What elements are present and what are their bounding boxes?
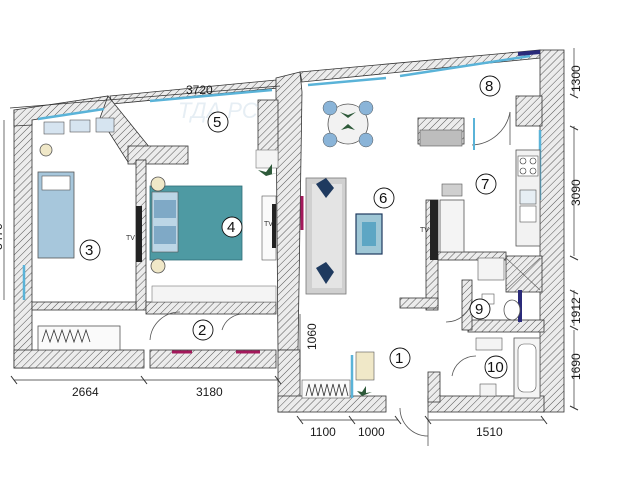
- dim-right-2: 3090: [569, 179, 583, 206]
- room-10-label: 10: [487, 359, 504, 376]
- room-4-label: 4: [227, 219, 235, 236]
- dining-set: [322, 100, 374, 148]
- dim-right-3: 1912: [569, 297, 583, 324]
- tv-room-3: [136, 206, 142, 262]
- window-accent: [517, 50, 541, 56]
- dim-left: 3470: [0, 223, 5, 250]
- nightstand: [150, 258, 166, 274]
- door-markers: [172, 196, 304, 354]
- room-1-label: 1: [395, 350, 403, 367]
- kitchen-island: [439, 183, 465, 253]
- room-2-label: 2: [198, 322, 206, 339]
- sofa: [305, 177, 347, 295]
- room-8-label: 8: [485, 78, 493, 95]
- dim-bottom-4: 1000: [358, 425, 385, 439]
- desk-room-5: [255, 149, 279, 169]
- tv-label-room-4: TV: [264, 221, 273, 228]
- dimension-lines: [3, 48, 575, 421]
- kitchen-shelf: [419, 129, 463, 147]
- kitchen-counter: [515, 149, 541, 247]
- dim-top: 3720: [186, 83, 213, 97]
- room-7-label: 7: [481, 176, 489, 193]
- room-3-label: 3: [85, 242, 93, 259]
- dim-corridor: 1060: [305, 323, 319, 350]
- tv-label-room-3: TV: [126, 235, 135, 242]
- walls: [13, 49, 565, 413]
- wardrobe-room-3: [37, 325, 121, 351]
- tv-room-4: [272, 204, 276, 248]
- nightstand: [150, 176, 166, 192]
- plant-icon: [258, 164, 372, 396]
- windows: [22, 54, 542, 398]
- wardrobe-room-4: [151, 285, 277, 303]
- dimension-ticks: [10, 93, 579, 425]
- dim-bottom-2: 3180: [196, 385, 223, 399]
- dim-bottom-5: 1510: [476, 425, 503, 439]
- bathroom-10-fixtures: [475, 337, 541, 399]
- tv-stand-living: [430, 200, 438, 260]
- room-9-label: 9: [475, 301, 483, 318]
- room-markers: [79, 75, 508, 379]
- door-swings: [149, 111, 511, 446]
- tv-label-living: TV: [420, 227, 429, 234]
- bed-room-3: [37, 171, 75, 259]
- entrance-wardrobe: [301, 351, 375, 399]
- dim-bottom-1: 2664: [72, 385, 99, 399]
- room-6-label: 6: [379, 190, 387, 207]
- bathroom-9-fixtures: [477, 257, 541, 321]
- coffee-table: [355, 213, 383, 255]
- dim-right-1: 1300: [569, 65, 583, 92]
- room-5-label: 5: [213, 114, 221, 131]
- lamp: [39, 143, 53, 157]
- armchairs: [43, 117, 115, 135]
- dim-right-4: 1690: [569, 353, 583, 380]
- dim-bottom-3: 1100: [310, 425, 336, 439]
